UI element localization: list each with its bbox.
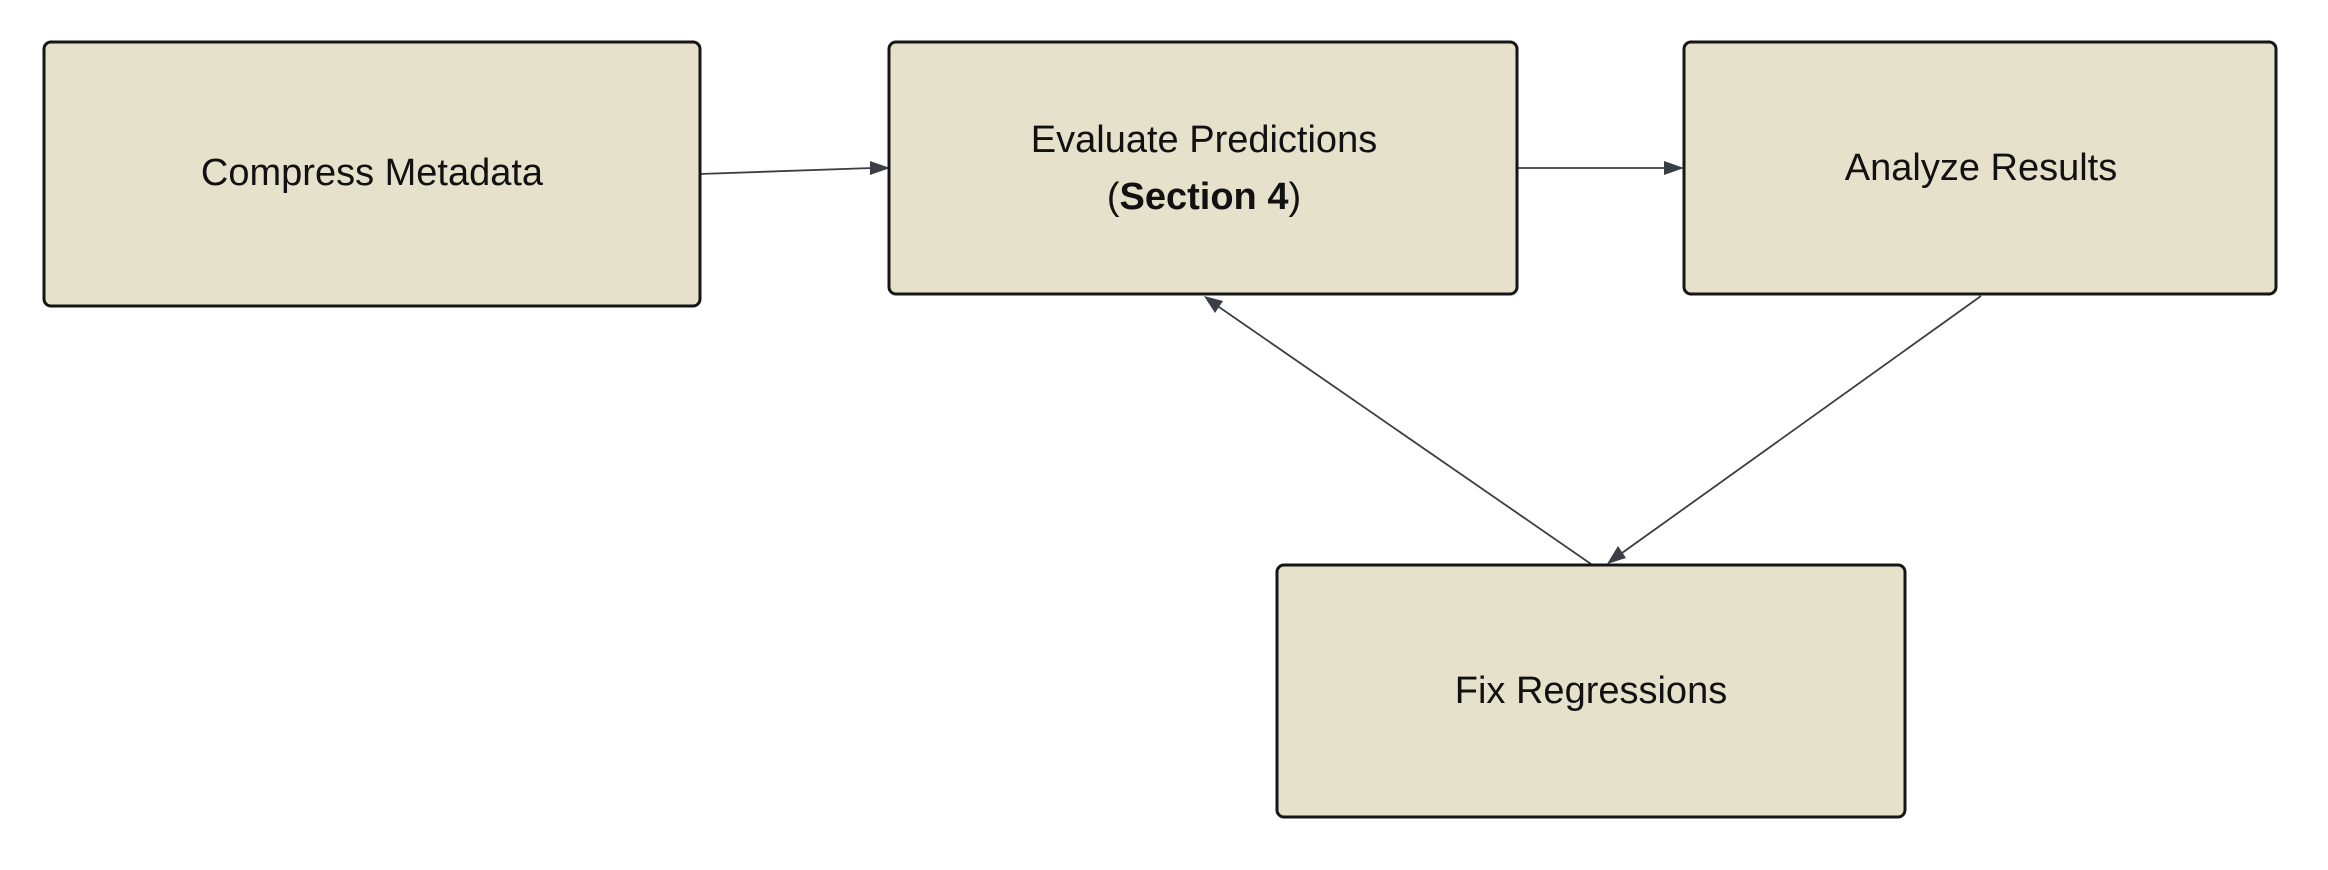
edge-compress-to-evaluate bbox=[699, 161, 890, 175]
node-analyze-results-label: Analyze Results bbox=[1845, 147, 2117, 189]
node-evaluate-predictions-label: Evaluate Predictions bbox=[1031, 119, 1377, 161]
node-evaluate-predictions-sublabel: (Section 4) bbox=[1107, 176, 1301, 218]
arrowhead-icon bbox=[1607, 546, 1626, 564]
edge-analyze-to-fix bbox=[1607, 295, 1982, 564]
node-compress-metadata[interactable]: Compress Metadata bbox=[42, 40, 702, 308]
node-fix-regressions-label: Fix Regressions bbox=[1455, 670, 1727, 712]
arrowhead-icon bbox=[1204, 296, 1223, 313]
section-reference: Section 4 bbox=[1120, 176, 1289, 218]
node-fix-regressions[interactable]: Fix Regressions bbox=[1275, 563, 1907, 819]
edge-fix-to-evaluate bbox=[1204, 296, 1592, 565]
node-compress-metadata-label: Compress Metadata bbox=[201, 152, 544, 194]
arrowhead-icon bbox=[1664, 161, 1684, 175]
arrowhead-icon bbox=[870, 161, 890, 175]
node-analyze-results[interactable]: Analyze Results bbox=[1682, 40, 2278, 296]
edge-evaluate-to-analyze bbox=[1517, 161, 1684, 175]
node-evaluate-predictions[interactable]: Evaluate Predictions (Section 4) bbox=[887, 40, 1519, 296]
